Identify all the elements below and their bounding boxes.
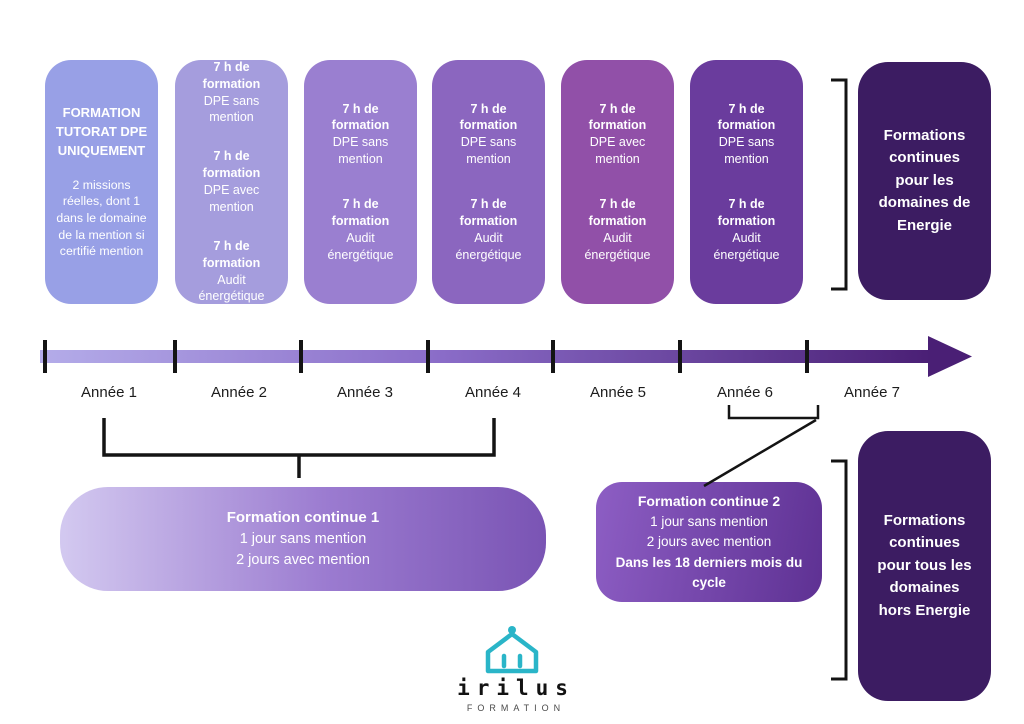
- formation-entry: 7 h de formation Audit énergétique: [441, 196, 536, 264]
- formation-entry: 7 h de formation DPE sans mention: [184, 59, 279, 127]
- entry-hours: 7 h de formation: [331, 101, 390, 133]
- formation-entry: 7 h de formation DPE sans mention: [699, 101, 794, 169]
- card-entries: 7 h de formation DPE sans mention 7 h de…: [441, 101, 536, 264]
- timeline-bar: [40, 350, 932, 363]
- card-entries: 7 h de formation DPE sans mention 7 h de…: [699, 101, 794, 264]
- entry-hours: 7 h de formation: [202, 149, 261, 181]
- card-annee-2: 7 h de formation DPE sans mention 7 h de…: [175, 60, 288, 304]
- logo-dot: [508, 626, 516, 634]
- entry-label: Audit énergétique: [584, 230, 651, 262]
- entry-label: DPE avec mention: [203, 183, 260, 214]
- timeline-year-1: Année 1: [81, 384, 137, 401]
- card-annee-6: 7 h de formation DPE sans mention 7 h de…: [690, 60, 803, 304]
- entry-hours: 7 h de formation: [588, 197, 647, 228]
- box-formation-continue-1: Formation continue 1 1 jour sans mention…: [60, 487, 546, 591]
- box-formations-hors-energie: Formations continues pour tous les domai…: [858, 431, 991, 701]
- entry-label: DPE sans mention: [332, 135, 389, 167]
- bracket-formation-continue-1: [102, 418, 496, 457]
- entry-label: Audit énergétique: [327, 230, 394, 262]
- bracket-hors-energie: [831, 459, 848, 681]
- entry-label: DPE sans mention: [203, 93, 260, 125]
- timeline-year-4: Année 4: [465, 384, 521, 401]
- fc2-title: Formation continue 2: [637, 493, 781, 509]
- fc2-line3: Dans les 18 derniers mois du cycle: [615, 554, 803, 590]
- card-annee-3: 7 h de formation DPE sans mention 7 h de…: [304, 60, 417, 304]
- box-formations-energie: Formations continues pour les domaines d…: [858, 62, 991, 300]
- card-body: 2 missions réelles, dont 1 dans le domai…: [56, 177, 147, 259]
- entry-hours: 7 h de formation: [202, 238, 261, 270]
- entry-label: DPE avec mention: [589, 135, 646, 167]
- fc2-line1: 1 jour sans mention: [650, 514, 768, 529]
- logo-subtitle: FORMATION: [466, 703, 566, 713]
- formation-entry: 7 h de formation Audit énergétique: [570, 196, 665, 264]
- fc2-line2: 2 jours avec mention: [646, 534, 772, 550]
- box-text: Formations continues pour tous les domai…: [877, 511, 972, 619]
- fc1-title: Formation continue 1: [226, 509, 380, 527]
- card-entries: 7 h de formation DPE sans mention 7 h de…: [313, 101, 408, 264]
- timeline-year-6: Année 6: [717, 384, 773, 401]
- timeline-year-2: Année 2: [211, 384, 267, 401]
- entry-hours: 7 h de formation: [331, 197, 390, 228]
- entry-label: Audit énergétique: [455, 230, 522, 262]
- formation-entry: 7 h de formation DPE sans mention: [441, 101, 536, 169]
- timeline-arrowhead-icon: [928, 336, 972, 377]
- formation-entry: 7 h de formation DPE avec mention: [184, 148, 279, 216]
- entry-label: DPE sans mention: [460, 135, 517, 167]
- card-annee-4: 7 h de formation DPE sans mention 7 h de…: [432, 60, 545, 304]
- bracket-energie: [831, 78, 848, 291]
- entry-hours: 7 h de formation: [717, 197, 776, 228]
- logo-house-outline: [485, 631, 539, 674]
- entry-hours: 7 h de formation: [459, 197, 518, 228]
- timeline-year-7: Année 7: [844, 384, 900, 401]
- box-text: Formations continues pour les domaines d…: [878, 126, 971, 234]
- fc1-line1: 1 jour sans mention: [239, 530, 367, 547]
- bracket-formation-continue-2: [727, 405, 820, 420]
- card-title: FORMATION TUTORAT DPE UNIQUEMENT: [55, 105, 148, 158]
- box-formation-continue-2: Formation continue 2 1 jour sans mention…: [596, 482, 822, 602]
- card-entries: 7 h de formation DPE avec mention 7 h de…: [570, 101, 665, 264]
- entry-label: Audit énergétique: [713, 230, 780, 262]
- irilus-house-logo-icon: [485, 626, 539, 674]
- entry-hours: 7 h de formation: [717, 101, 776, 133]
- fc1-line2: 2 jours avec mention: [236, 551, 370, 568]
- card-annee-5: 7 h de formation DPE avec mention 7 h de…: [561, 60, 674, 304]
- entry-hours: 7 h de formation: [202, 59, 261, 91]
- card-annee-1-tutorat: FORMATION TUTORAT DPE UNIQUEMENT 2 missi…: [45, 60, 158, 304]
- formation-entry: 7 h de formation Audit énergétique: [313, 196, 408, 264]
- card-entries: 7 h de formation DPE sans mention 7 h de…: [184, 59, 279, 306]
- entry-label: DPE sans mention: [718, 135, 775, 167]
- logo-wordmark: irilus: [457, 676, 575, 700]
- connector-diagonal-line: [703, 418, 817, 488]
- formation-entry: 7 h de formation DPE sans mention: [313, 101, 408, 169]
- entry-hours: 7 h de formation: [459, 101, 518, 133]
- formation-entry: 7 h de formation DPE avec mention: [570, 101, 665, 169]
- entry-hours: 7 h de formation: [588, 101, 647, 133]
- entry-label: Audit énergétique: [198, 272, 265, 304]
- formation-entry: 7 h de formation Audit énergétique: [699, 196, 794, 264]
- timeline-year-3: Année 3: [337, 384, 393, 401]
- formation-entry: 7 h de formation Audit énergétique: [184, 238, 279, 306]
- timeline-year-5: Année 5: [590, 384, 646, 401]
